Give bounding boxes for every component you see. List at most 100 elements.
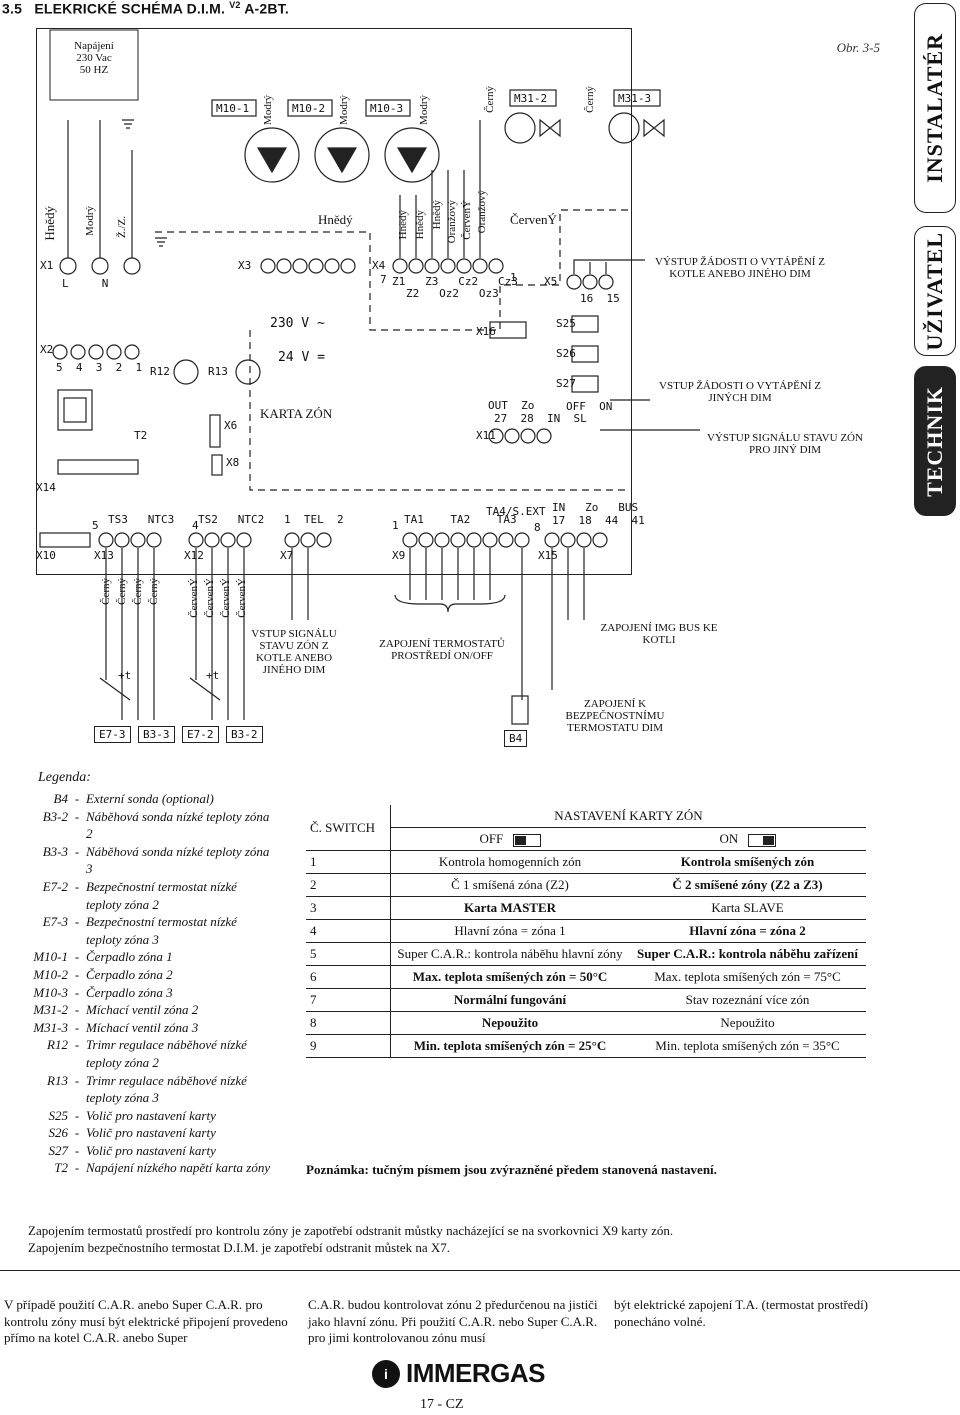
legend-desc: Volič pro nastavení karty: [86, 1142, 216, 1158]
legend-dash: -: [74, 949, 80, 965]
pump-m10-3-label: M10-3: [370, 102, 404, 115]
section-title-suffix: A-2BT.: [244, 0, 289, 17]
caption-in-request: VSTUP ŽÁDOSTI O VYTÁPĚNÍ Z JINÝCH DIM: [659, 380, 821, 404]
sensor-b4: B4: [504, 730, 528, 747]
wire-black-2: Černý: [116, 578, 128, 605]
legend-item: R13-Trimr regulace náběhové nízké teplot…: [30, 1072, 275, 1107]
col-switch: Č. SWITCH: [306, 805, 391, 851]
on-setting: Super C.A.R.: kontrola náběhu zařízení: [629, 942, 866, 966]
legend-desc: Bezpečnostní termostat nízké teploty zón…: [86, 878, 237, 912]
voltage-ac: 230 V ~: [270, 316, 325, 331]
legend-dash: -: [74, 984, 80, 1000]
wire-color-black-2: Černý: [584, 86, 596, 113]
sensor-e7-3: E7-3: [94, 726, 131, 743]
x4-pins-2: Z2 Oz2 Oz3: [406, 287, 499, 300]
x4-num-right: 1: [510, 271, 517, 284]
legend-desc: Trimr regulace náběhové nízké teploty zó…: [86, 1037, 247, 1070]
legend-dash: -: [74, 1142, 80, 1158]
tab-technician[interactable]: TECHNIK: [914, 366, 956, 516]
wire-color-yellow-green: Ž./Z.: [116, 216, 128, 238]
legend-code: B3-3: [42, 843, 68, 859]
legend-desc: Napájení nízkého napětí karta zóny: [86, 1160, 271, 1176]
on-setting: Nepoužito: [629, 1011, 866, 1035]
connector-x10: X10: [36, 549, 56, 562]
legend-item: B4-Externí sonda (optional): [30, 790, 275, 808]
legend-dash: -: [74, 1037, 80, 1053]
legend-code: M10-2: [33, 966, 68, 982]
on-setting: Min. teplota smíšených zón = 35°C: [629, 1034, 866, 1058]
off-setting: Kontrola homogenních zón: [390, 850, 629, 874]
tab-user[interactable]: UŽIVATEL: [914, 226, 956, 356]
power-supply-label: Napájení 230 Vac 50 HZ: [74, 40, 114, 76]
legend-code: S26: [48, 1125, 69, 1141]
legend-dash: -: [74, 1107, 80, 1123]
off-setting: Min. teplota smíšených zón = 25°C: [390, 1034, 629, 1058]
legend-desc: Náběhová sonda nízké teploty zóna 2: [86, 808, 270, 842]
connector-x16: X16: [476, 325, 496, 338]
on-switch-icon: [747, 833, 776, 847]
x15-pins: IN Zo BUS: [552, 501, 639, 514]
zone-card-label: KARTA ZÓN: [260, 406, 333, 421]
legend-desc: Čerpadlo zóna 1: [86, 949, 173, 965]
wire-color-blue-3: Modrý: [418, 95, 430, 125]
footer-col-3: být elektrické zapojení T.A. (termostat …: [614, 1297, 869, 1329]
legend-desc: Externí sonda (optional): [86, 791, 214, 806]
x4-wire-3: Hnědý: [431, 200, 443, 230]
legend-dash: -: [74, 1125, 80, 1141]
pump-m10-1-label: M10-1: [216, 102, 250, 115]
wire-color-blue-1: Modrý: [262, 95, 274, 125]
logo-mark-icon: i: [372, 1359, 400, 1388]
legend-item: S27-Volič pro nastavení karty: [30, 1142, 275, 1160]
caption-thermostats: ZAPOJENÍ TERMOSTATŮ PROSTŘEDÍ ON/OFF: [379, 638, 505, 662]
wire-brown-label: Hnědý: [318, 212, 353, 227]
legend-desc: Čerpadlo zóna 3: [86, 984, 173, 1000]
x9-pins: TA1 TA2 TA3: [404, 513, 517, 526]
legend-desc: Trimr regulace náběhové nízké teploty zó…: [86, 1072, 247, 1106]
legend-item: S26-Volič pro nastavení karty: [30, 1124, 275, 1142]
wire-black-3: Černý: [132, 578, 144, 605]
section-number: 3.5: [2, 0, 23, 17]
connector-x2: X2: [40, 343, 54, 356]
on-setting: Hlavní zóna = zóna 2: [629, 919, 866, 943]
connector-x13: X13: [94, 549, 114, 562]
connector-x15: X15: [538, 549, 558, 562]
on-setting: Č 2 smíšené zóny (Z2 a Z3): [629, 873, 866, 897]
legend-desc: Volič pro nastavení karty: [86, 1107, 216, 1123]
connector-x1: X1: [40, 259, 54, 272]
connector-x9: X9: [392, 549, 406, 562]
x2-pins: 5 4 3 2 1: [56, 361, 143, 374]
legend-dash: -: [74, 1160, 80, 1176]
x4-wire-5: ČervenÝ: [461, 200, 473, 240]
legend-desc: Volič pro nastavení karty: [86, 1125, 216, 1141]
legend-code: M31-2: [33, 1002, 68, 1018]
off-setting: Č 1 smíšená zóna (Z2): [390, 873, 629, 897]
tab-installer[interactable]: INSTALATÉR: [914, 3, 956, 213]
off-setting: Normální fungování: [390, 988, 629, 1012]
legend-item: S25-Volič pro nastavení karty: [30, 1107, 275, 1125]
switch-number: 5: [306, 942, 391, 966]
caption-out-request: VÝSTUP ŽÁDOSTI O VYTÁPĚNÍ Z KOTLE ANEBO …: [655, 256, 825, 280]
caption-img-bus: ZAPOJENÍ IMG BUS KE KOTLI: [600, 622, 718, 646]
legend-dash: -: [74, 1002, 80, 1018]
legend-dash: -: [74, 791, 80, 806]
wire-color-brown: Hnědý: [42, 206, 57, 241]
page-number: 17 - CZ: [420, 1397, 464, 1412]
caption-out-state: VÝSTUP SIGNÁLU STAVU ZÓN PRO JINÝ DIM: [707, 432, 863, 456]
legend-dash: -: [74, 1019, 80, 1035]
x5-pins: 16 15: [580, 292, 620, 305]
footer-col-1: V případě použití C.A.R. anebo Super C.A…: [4, 1297, 288, 1345]
section-heading: 3.5 ELEKRICKÉ SCHÉMA D.I.M. V2 A-2BT.: [2, 0, 289, 17]
connector-x6: X6: [224, 419, 238, 432]
trimmer-r13: R13: [208, 365, 228, 378]
switch-number: 2: [306, 873, 391, 897]
col-off-label: OFF: [479, 831, 504, 846]
legend-desc: Míchací ventil zóna 2: [86, 1002, 199, 1018]
sensor-b3-3: B3-3: [138, 726, 175, 743]
settings-header-row: OFF ON: [306, 827, 866, 851]
connector-x4: X4: [372, 259, 386, 272]
